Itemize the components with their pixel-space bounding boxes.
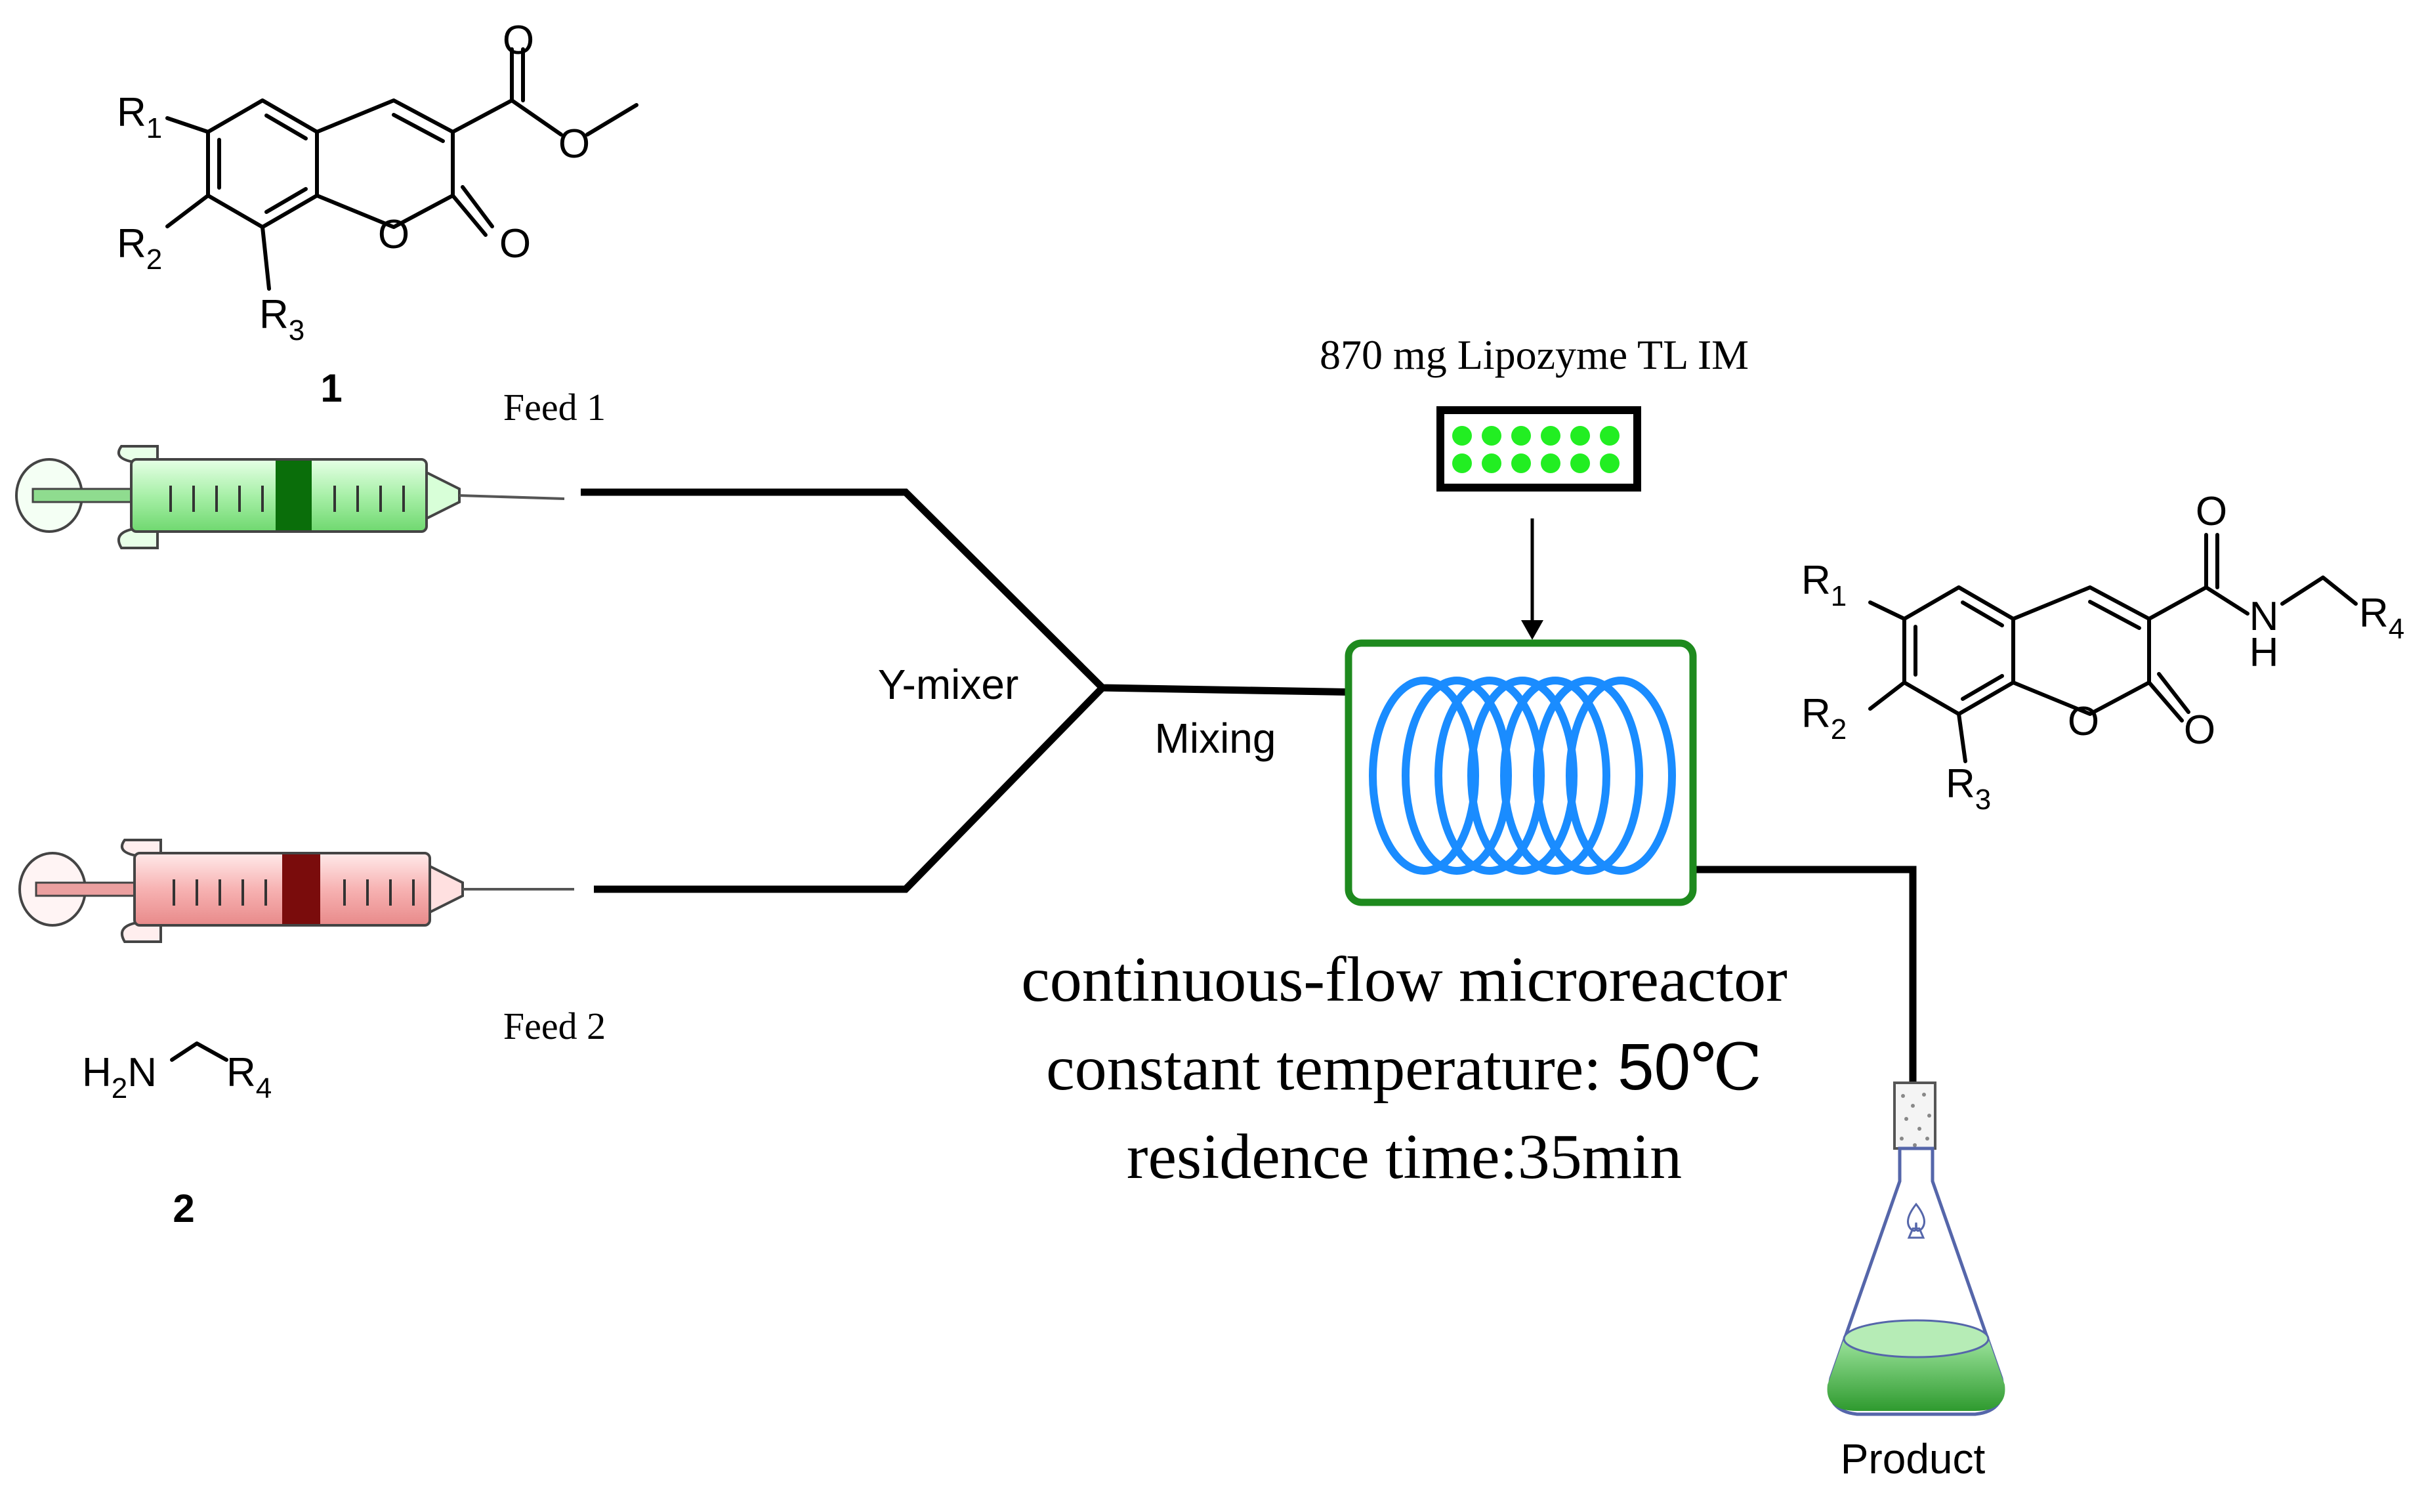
compound-2-structure: H2N R4 2	[82, 1041, 272, 1230]
product-r2: R2	[1801, 691, 1847, 746]
product-r4: R4	[2359, 591, 2404, 645]
compound-1-bonds	[165, 47, 638, 291]
flow-tubing	[581, 488, 1917, 1083]
product-bonds	[1868, 533, 2358, 763]
syringe-feed-1	[15, 445, 565, 549]
compound-1-label: 1	[320, 366, 342, 410]
product-structure: O O O N H R1 R2 R3 R4	[1801, 489, 2404, 816]
feed-1-label: Feed 1	[503, 386, 606, 429]
compound-1-structure: O O O O R1 R2 R3 1	[117, 18, 638, 410]
microreactor	[1345, 639, 1697, 906]
compound-2-label: 2	[173, 1186, 194, 1230]
compound-2-amine: H2N	[82, 1050, 157, 1104]
compound-1-ring-o: O	[378, 212, 409, 257]
catalyst-arrow	[1521, 518, 1543, 640]
catalyst-label: 870 mg Lipozyme TL IM	[1320, 331, 1749, 378]
compound-1-r1: R1	[117, 90, 162, 144]
product-label: Product	[1841, 1435, 1986, 1482]
product-amide-n: N	[2249, 594, 2279, 639]
product-r3: R3	[1946, 761, 1991, 816]
product-carbonyl-o: O	[2184, 707, 2215, 753]
compound-1-carbonyl-o: O	[499, 221, 531, 266]
product-ring-o: O	[2068, 699, 2099, 744]
syringe-feed-2	[18, 839, 574, 943]
product-flask	[1827, 1082, 2005, 1416]
compound-1-ester-o: O	[558, 121, 590, 167]
reactor-line-3: residence time:35min	[1127, 1122, 1682, 1192]
compound-1-r2: R2	[117, 221, 162, 276]
product-amide-h: H	[2249, 630, 2279, 675]
syringe-2-plunger	[282, 854, 320, 924]
compound-1-r3: R3	[259, 292, 304, 346]
catalyst-cartridge	[1436, 406, 1641, 492]
mixing-label: Mixing	[1155, 715, 1276, 762]
reactor-line-2: constant temperature: 50℃	[1046, 1030, 1763, 1104]
feed-2-label: Feed 2	[503, 1005, 606, 1047]
syringe-1-plunger	[276, 461, 312, 530]
product-amide-o: O	[2196, 489, 2227, 534]
compound-1-ester-carbonyl-o: O	[503, 18, 534, 63]
reactor-coil	[1369, 677, 1676, 875]
compound-2-r4: R4	[226, 1050, 272, 1104]
reactor-line-1: continuous-flow microreactor	[1021, 944, 1787, 1015]
product-r1: R1	[1801, 558, 1847, 612]
y-mixer-label: Y-mixer	[878, 661, 1019, 708]
